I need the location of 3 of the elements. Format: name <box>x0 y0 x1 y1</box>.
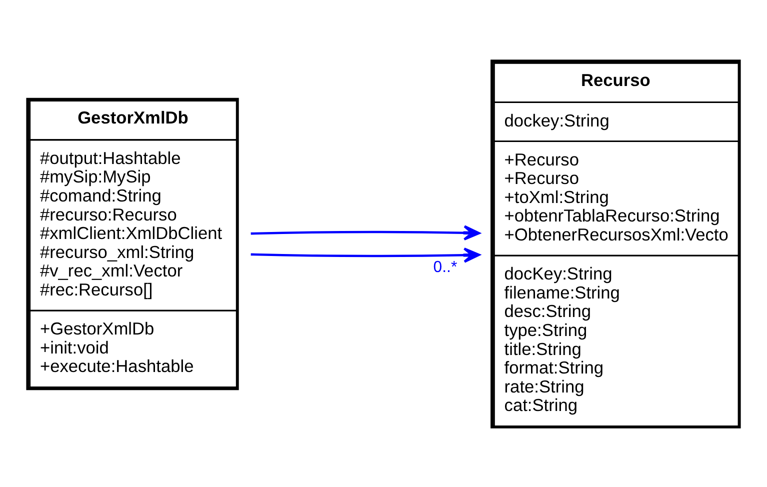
edge-label: 0..* <box>433 258 458 276</box>
arrow <box>250 224 480 240</box>
arrow <box>250 246 480 262</box>
